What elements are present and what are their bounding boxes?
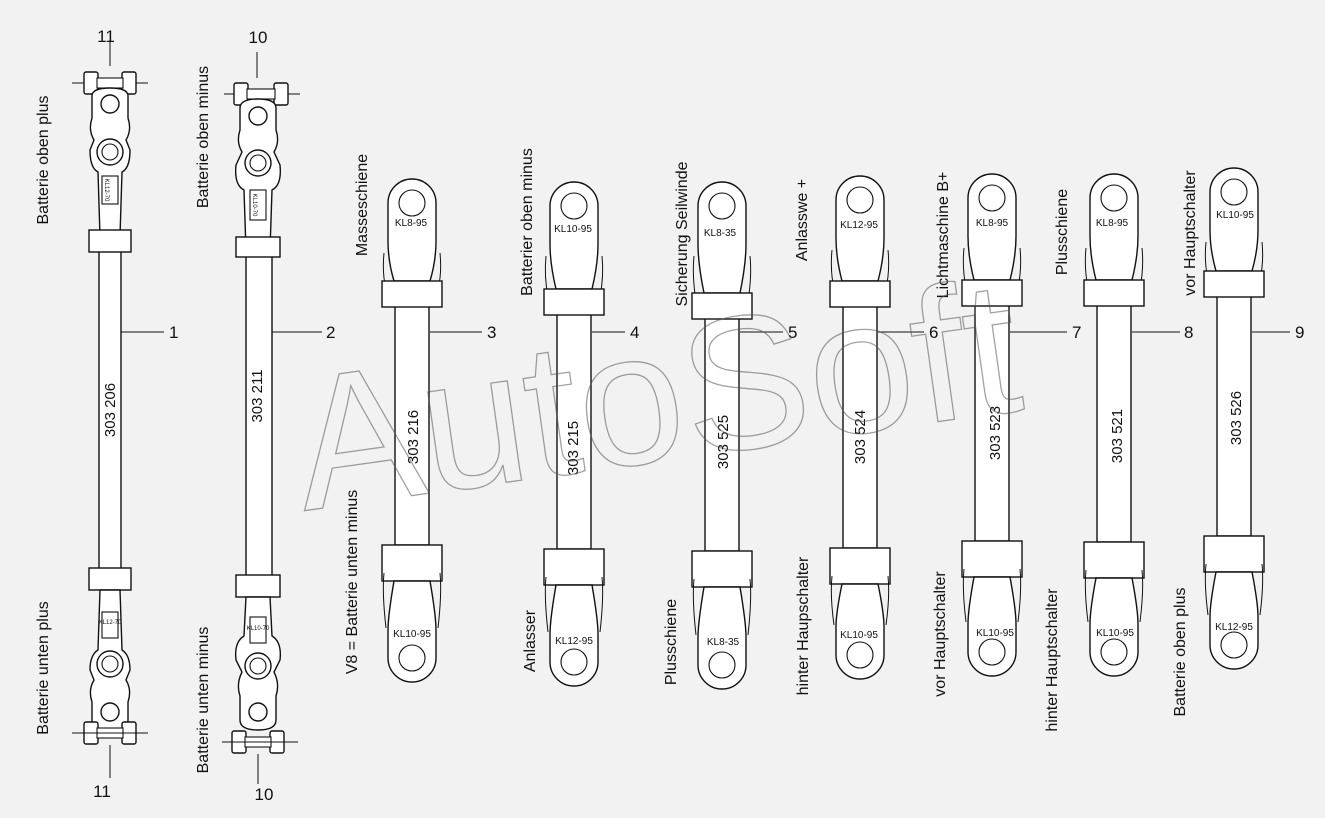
cable-7-callout: 7 — [1072, 323, 1081, 342]
cable-9-top-lug-hole — [1220, 178, 1248, 206]
cable-7-bottom-crimp — [962, 568, 1022, 623]
cable-7-part-number: 303 523 — [987, 406, 1004, 460]
cable-2-top-marking: KL10-70 — [251, 194, 257, 217]
cable-8-bottom-lug: KL10-95 — [1096, 628, 1134, 639]
cable-4-part-number: 303 215 — [565, 421, 582, 475]
cable-2-top-label: Batterie oben minus — [195, 66, 212, 208]
cable-7-top-label: Lichtmaschine B+ — [935, 172, 952, 299]
cable-8-top-lug-hole — [1100, 184, 1128, 212]
cable-1-terminal-top: 11 — [97, 27, 115, 46]
cable-3-bottom-lug: KL10-95 — [393, 629, 431, 640]
cable-3-bottom-label: V8 = Batterie unten minus — [344, 490, 361, 675]
cable-3-top-label: Masseschiene — [354, 154, 371, 256]
cable-7-bottom-lug-hole — [978, 638, 1006, 666]
cable-1-top-marking: KL12-70 — [103, 179, 109, 202]
cable-3-part-number: 303 216 — [405, 410, 422, 464]
cable-9-bottom-label: Batterie oben plus — [1172, 588, 1189, 717]
cable-6-top-lug-hole — [846, 186, 874, 214]
cable-8-bottom-lug-hole — [1100, 638, 1128, 666]
cable-4-bottom-sleeve — [543, 548, 605, 586]
cable-5-bottom-lug: KL8-35 — [707, 637, 740, 648]
cable-7-top-lug-hole — [978, 184, 1006, 212]
cable-9-bottom-lug: KL12-95 — [1215, 622, 1253, 633]
cable-1-top-label: Batterie oben plus — [35, 96, 52, 225]
cable-8-top-label: Plusschiene — [1054, 189, 1071, 275]
cable-7-bottom-sleeve — [961, 540, 1023, 578]
cable-9-top-label: vor Hauptschalter — [1182, 170, 1199, 296]
cable-5-callout: 5 — [788, 323, 797, 342]
cable-6-part-number: 303 524 — [852, 410, 869, 464]
cable-6-top-sleeve — [829, 280, 891, 308]
cable-5-bottom-sleeve — [691, 550, 753, 588]
cable-7-top-sleeve — [961, 279, 1023, 307]
cable-8-part-number: 303 521 — [1109, 409, 1126, 463]
cable-7-top-lug: KL8-95 — [976, 218, 1009, 229]
cable-4-top-lug: KL10-95 — [554, 224, 592, 235]
cable-9-body — [1216, 295, 1252, 537]
cable-2-callout: 2 — [326, 323, 335, 342]
cable-1-part-number: 303 206 — [102, 383, 119, 437]
cable-6-top-label: Anlasswe + — [794, 179, 811, 261]
cable-2: KL10-70 KL10-70 — [222, 52, 322, 784]
cable-6-bottom-label: hinter Haupschalter — [795, 556, 812, 695]
cable-3-bottom-sleeve — [381, 544, 443, 582]
cable-5-bottom-crimp — [692, 578, 752, 636]
cable-9-bottom-crimp — [1204, 563, 1264, 616]
cable-2-terminal-top: 10 — [249, 28, 268, 47]
cable-8-top-lug: KL8-95 — [1096, 218, 1129, 229]
cable-4-callout: 4 — [630, 323, 639, 342]
cable-7-bottom-lug: KL10-95 — [976, 628, 1014, 639]
cable-6-bottom-lug: KL10-95 — [840, 630, 878, 641]
cable-8-bottom-label: hinter Hauptschalter — [1044, 588, 1061, 732]
cable-9-bottom-sleeve — [1203, 535, 1265, 573]
cable-5-part-number: 303 525 — [715, 415, 732, 469]
cable-3-top-lug: KL8-95 — [395, 218, 428, 229]
cable-8-bottom-sleeve — [1083, 541, 1145, 579]
cable-2-part-number: 303 211 — [249, 369, 266, 422]
cable-4-top-lug-hole — [560, 192, 588, 220]
cable-6-body — [842, 305, 878, 549]
cable-9-bottom-lug-hole — [1220, 631, 1248, 659]
cable-3-callout: 3 — [487, 323, 496, 342]
cable-9-top-sleeve — [1203, 270, 1265, 298]
cable-1-bottom-marking: KL12-70 — [99, 620, 122, 626]
cable-5-top-lug: KL8-35 — [704, 228, 737, 239]
cable-2-bottom-marking: KL10-70 — [247, 626, 270, 632]
cable-3-bottom-crimp — [382, 572, 442, 629]
cable-1-callout: 1 — [169, 323, 178, 342]
cable-2-terminal-bottom: 10 — [255, 785, 274, 804]
cable-1: KL12-70 KL12-70 — [72, 40, 164, 778]
cable-6-callout: 6 — [929, 323, 938, 342]
cable-4-top-label: Batterier oben minus — [519, 148, 536, 296]
cable-5-bottom-lug-hole — [708, 651, 736, 679]
cable-3-bottom-lug-hole — [398, 644, 426, 672]
cable-5-top-label: Sicherung Seilwinde — [674, 161, 691, 306]
cable-4-top-sleeve — [543, 288, 605, 316]
cable-6-bottom-lug-hole — [846, 641, 874, 669]
cable-7-bottom-label: vor Hauptschalter — [932, 571, 949, 697]
cable-4-bottom-lug: KL12-95 — [555, 636, 593, 647]
cable-1-bottom-label: Batterie unten plus — [35, 601, 52, 734]
cable-9-top-lug: KL10-95 — [1216, 210, 1254, 221]
cable-5-top-sleeve — [691, 292, 753, 320]
cable-5-top-lug-hole — [708, 192, 736, 220]
cable-1-terminal-bottom: 11 — [93, 782, 111, 801]
cable-4-bottom-label: Anlasser — [522, 609, 539, 672]
cable-6-top-lug: KL12-95 — [840, 220, 878, 231]
cable-3-body — [394, 305, 430, 546]
cable-9-callout: 9 — [1295, 323, 1304, 342]
cable-8-bottom-crimp — [1084, 569, 1144, 623]
cable-6-bottom-sleeve — [829, 547, 891, 585]
cable-2-bottom-label: Batterie unten minus — [195, 627, 212, 774]
cable-6-bottom-crimp — [830, 575, 890, 626]
cable-3-top-sleeve — [381, 280, 443, 308]
cable-8-top-sleeve — [1083, 279, 1145, 307]
cable-4-bottom-lug-hole — [560, 648, 588, 676]
cable-4-bottom-crimp — [544, 576, 604, 633]
cable-9-part-number: 303 526 — [1228, 391, 1245, 445]
cable-3-top-lug-hole — [398, 189, 426, 217]
cable-8-callout: 8 — [1184, 323, 1193, 342]
cable-5-bottom-label: Plusschiene — [663, 599, 680, 685]
